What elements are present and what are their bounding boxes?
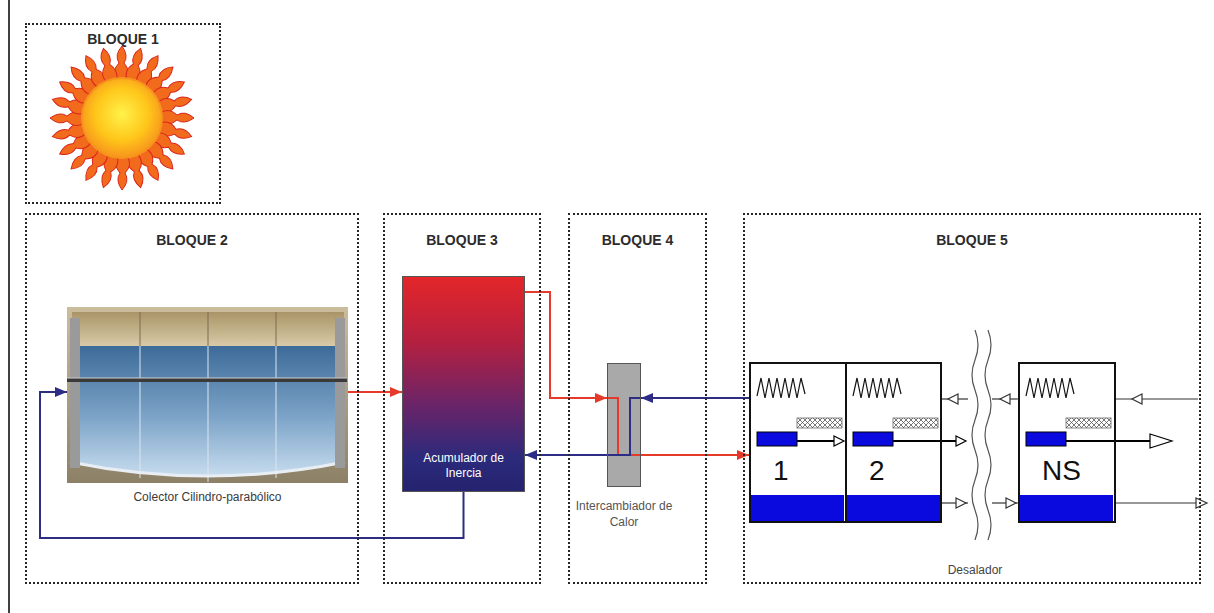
effect-stage: NS <box>1018 362 1116 523</box>
effect-stage: 1 <box>749 362 847 523</box>
tank-label: Acumulador de Inercia <box>417 451 510 481</box>
block-heading: BLOQUE 3 <box>385 232 539 248</box>
flow-pipe <box>641 397 749 399</box>
storage-tank: Acumulador de Inercia <box>402 276 525 492</box>
heat-exchanger: Intercambiador de Calor <box>607 363 641 487</box>
stage-number: NS <box>1042 456 1081 486</box>
block-frame: BLOQUE 2 Colector Cilindro-parabólico <box>25 213 359 584</box>
exchanger-internal-flow <box>608 364 640 486</box>
block-heading: BLOQUE 4 <box>570 232 705 248</box>
block-heading: BLOQUE 2 <box>27 232 357 248</box>
block-heading: BLOQUE 1 <box>27 31 219 47</box>
flow-pipe <box>525 454 607 456</box>
flow-pipe <box>641 454 749 456</box>
block-frame: BLOQUE 3 Acumulador de Inercia <box>383 213 541 584</box>
flow-pipe <box>348 391 402 393</box>
unit-label: Desalador <box>935 563 1015 577</box>
exchanger-label: Intercambiador de Calor <box>574 498 674 530</box>
effect-stage: 2 <box>845 362 942 523</box>
stage-number: 2 <box>869 456 885 486</box>
flow-pipe <box>40 392 464 538</box>
block-frame: BLOQUE 1 <box>25 23 221 204</box>
block-heading: BLOQUE 5 <box>745 232 1199 248</box>
flow-pipe <box>525 292 607 398</box>
block-frame: BLOQUE 5 1 2 NS <box>743 213 1201 584</box>
block-frame: BLOQUE 4 Intercambiador de Calor <box>568 213 707 584</box>
collector-caption: Colector Cilindro-parabólico <box>67 490 348 504</box>
stage-number: 1 <box>773 456 789 486</box>
collector-box: Colector Cilindro-parabólico <box>67 307 348 507</box>
